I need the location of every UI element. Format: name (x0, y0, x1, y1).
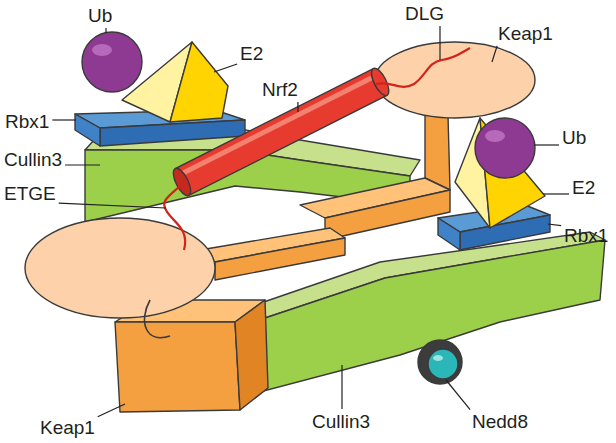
part-label: Rbx1 (564, 226, 608, 245)
leader-line (297, 102, 298, 112)
part-label: DLG (405, 4, 444, 23)
keap1-btb-front (325, 190, 450, 240)
leader-line (59, 203, 166, 208)
ubiquitin-highlight (485, 130, 505, 142)
part-label: Nedd8 (472, 412, 528, 431)
dlg-motif-line (376, 48, 470, 87)
rbx1-front (460, 215, 550, 250)
keap1-kelch-domain (25, 218, 215, 318)
part-label: Nrf2 (262, 80, 298, 99)
part-label: Cullin3 (4, 150, 62, 169)
part-label: Ub (88, 6, 112, 25)
rbx1-side (438, 218, 460, 250)
keap1-kelch-domain (375, 42, 535, 118)
rbx1-front (100, 120, 245, 146)
leader-line (105, 28, 106, 33)
ubiquitin-highlight (92, 44, 112, 56)
leader-line (439, 26, 440, 60)
cullin3-front-face (248, 240, 605, 395)
ubiquitin-ball (82, 32, 142, 92)
keap1-cube-side (235, 300, 268, 410)
leader-line (52, 119, 76, 120)
etge-motif-line (164, 184, 185, 250)
part-label: E2 (240, 44, 263, 63)
keap1-arm-front (215, 238, 345, 280)
keap1-linker (425, 112, 450, 190)
leader-line (492, 46, 497, 62)
part-label: E2 (572, 178, 595, 197)
part-label: Keap1 (498, 24, 553, 43)
ubiquitin-ball (475, 118, 535, 178)
part-label: Rbx1 (5, 112, 49, 131)
leader-line (548, 224, 561, 226)
keap1-tail (144, 300, 170, 338)
nedd8-wheel (418, 340, 462, 384)
part-label: Ub (562, 128, 586, 147)
part-label: Keap1 (40, 418, 95, 437)
nrf2-cylinder (170, 66, 392, 198)
leader-line (341, 365, 342, 409)
leader-line (534, 144, 559, 145)
leader-line (446, 380, 470, 410)
leader-line (214, 64, 237, 72)
e2-bright-face (170, 42, 228, 122)
nedd8-highlight (433, 355, 443, 361)
nedd8-core (428, 349, 458, 379)
rbx1-side (75, 114, 100, 146)
part-label: Cullin3 (312, 412, 370, 431)
part-label: ETGE (4, 184, 56, 203)
leader-line (543, 193, 569, 194)
leader-line (98, 404, 125, 417)
keap1-cube-front (115, 322, 240, 412)
leader-line (65, 164, 100, 165)
